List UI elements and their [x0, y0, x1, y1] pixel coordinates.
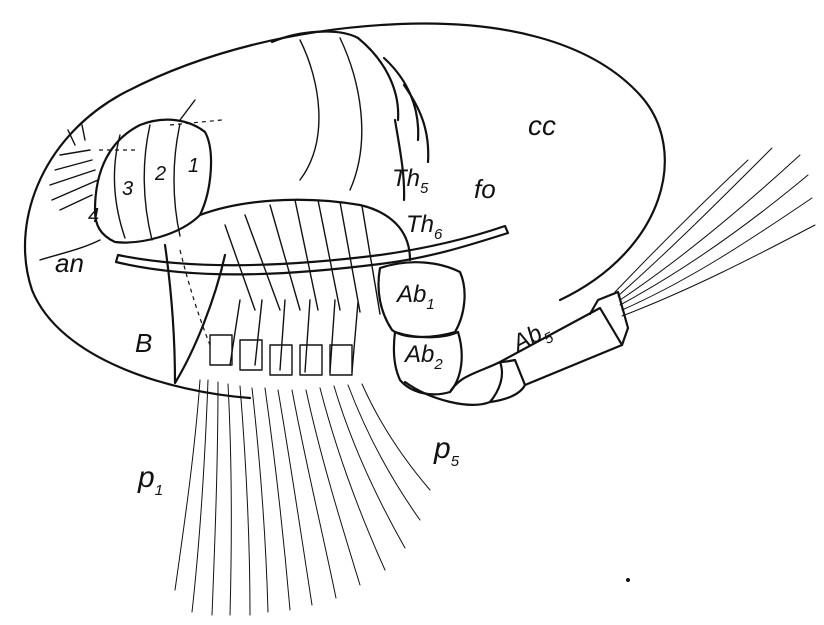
- head-segment-3: 3: [122, 178, 133, 200]
- stray-dot: [626, 578, 630, 582]
- head-segment-1: 1: [188, 155, 199, 177]
- head-segment-4: 4: [88, 205, 99, 227]
- label-an: an: [55, 248, 84, 278]
- label-cc: cc: [528, 110, 556, 141]
- setae-fan: [175, 380, 430, 615]
- label-B: B: [135, 328, 152, 358]
- label-fo: fo: [474, 174, 496, 204]
- abdomen: [379, 148, 816, 405]
- carapace-outline: [25, 24, 665, 398]
- label-ab1: Ab1: [395, 281, 435, 313]
- label-th6: Th6: [406, 211, 443, 243]
- head-segment-2: 2: [154, 163, 166, 185]
- label-ab2: Ab2: [403, 341, 443, 373]
- label-p5: p5: [433, 432, 460, 470]
- antenna-spines: [50, 125, 98, 210]
- label-p1: p1: [137, 461, 163, 499]
- label-th5: Th5: [392, 165, 429, 197]
